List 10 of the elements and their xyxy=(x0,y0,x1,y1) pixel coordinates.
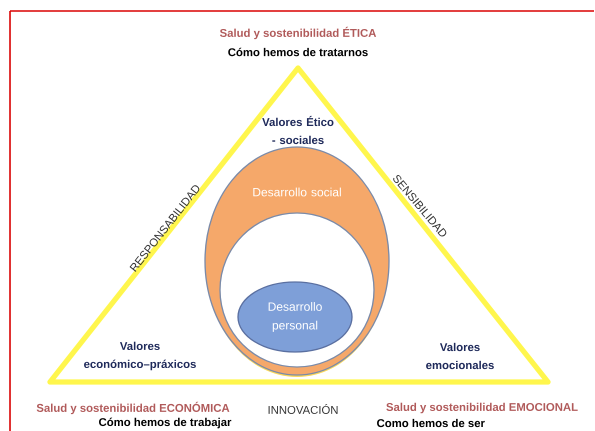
values-text: Valores Ético - sociales xyxy=(262,116,334,144)
subheading-text: Cómo hemos de tratarnos xyxy=(228,48,368,56)
values-text: Valores emocionales xyxy=(426,342,494,370)
subheading-text: Cómo hemos de trabajar xyxy=(99,418,232,428)
heading-text: Salud y sostenibilidad ÉTICA xyxy=(220,26,376,40)
side-label: INNOVACIÓN xyxy=(268,404,338,414)
values-text: Valores económico–práxicos xyxy=(84,342,196,370)
heading-text: Salud y sostenibilidad EMOCIONAL xyxy=(386,402,578,414)
heading-text: Salud y sostenibilidad ECONÓMICA xyxy=(36,402,230,414)
subheading-text: Como hemos de ser xyxy=(377,418,485,428)
